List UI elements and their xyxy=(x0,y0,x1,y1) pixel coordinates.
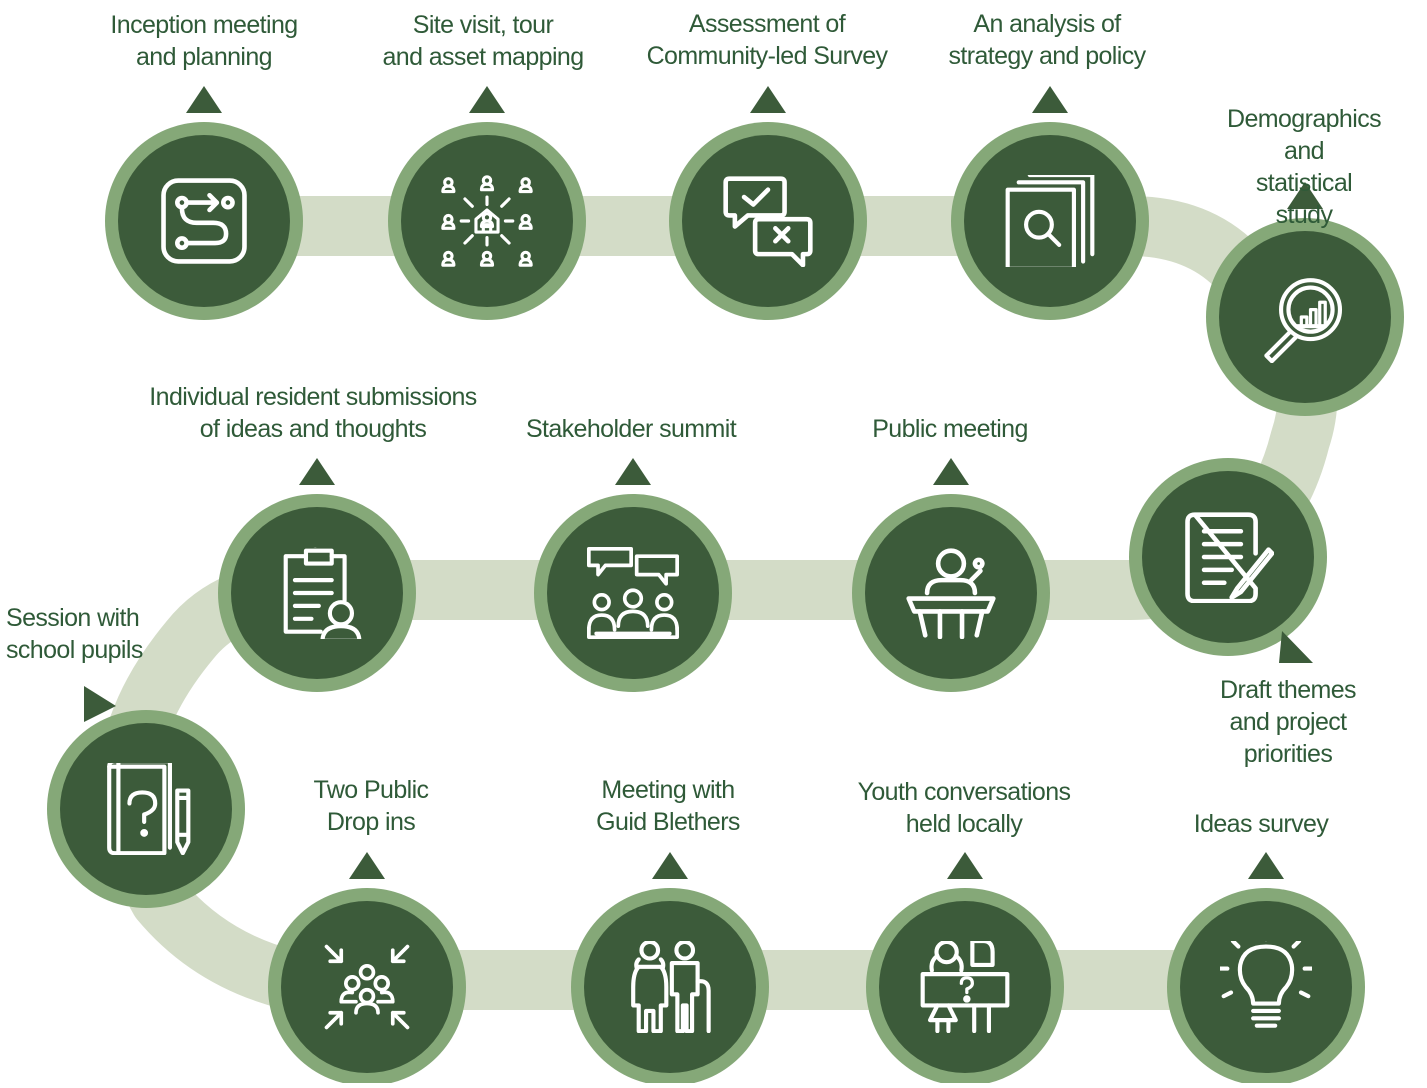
step-marker-triangle xyxy=(1279,631,1313,663)
step-label-ideas-survey: Ideas survey xyxy=(1193,810,1329,838)
step-node-youth xyxy=(866,852,1064,1086)
step-node-school-pupils xyxy=(47,686,245,908)
step-node-inception xyxy=(105,86,303,320)
step-disc xyxy=(865,507,1037,679)
step-node-public-meeting xyxy=(852,458,1050,692)
step-marker-triangle xyxy=(469,86,505,113)
step-marker-triangle xyxy=(947,852,983,879)
step-node-resident-submissions xyxy=(218,458,416,692)
step-label-public-meeting: Public meeting xyxy=(872,415,1028,443)
step-node-ideas-survey xyxy=(1167,852,1365,1086)
step-node-stakeholder-summit xyxy=(534,458,732,692)
step-label-analysis: An analysis of strategy and policy xyxy=(948,10,1146,70)
step-marker-triangle xyxy=(1032,86,1068,113)
step-marker-triangle xyxy=(1248,852,1284,879)
step-label-draft-themes: Draft themes and project priorities xyxy=(1220,676,1357,768)
step-disc xyxy=(547,507,719,679)
step-marker-triangle xyxy=(750,86,786,113)
step-label-drop-ins: Two Public Drop ins xyxy=(313,776,429,836)
step-label-demographics: Demographics and statistical study xyxy=(1227,105,1382,229)
step-marker-triangle xyxy=(1287,182,1323,209)
step-label-school-pupils: Session with school pupils xyxy=(6,604,143,664)
step-disc xyxy=(1180,901,1352,1073)
step-node-site-visit xyxy=(388,86,586,320)
step-node-draft-themes xyxy=(1129,458,1327,663)
step-label-resident-submissions: Individual resident submissions of ideas… xyxy=(149,383,477,443)
step-disc xyxy=(879,901,1051,1073)
step-marker-triangle xyxy=(186,86,222,113)
step-label-assessment: Assessment of Community-led Survey xyxy=(646,10,888,70)
step-node-assessment xyxy=(669,86,867,320)
step-marker-triangle xyxy=(933,458,969,485)
step-marker-triangle xyxy=(615,458,651,485)
step-label-youth: Youth conversations held locally xyxy=(857,778,1071,838)
step-marker-triangle xyxy=(84,686,116,722)
step-marker-triangle xyxy=(349,852,385,879)
step-label-site-visit: Site visit, tour and asset mapping xyxy=(382,11,584,71)
step-marker-triangle xyxy=(299,458,335,485)
step-label-inception: Inception meeting and planning xyxy=(110,11,298,71)
step-node-drop-ins xyxy=(268,852,466,1086)
step-disc xyxy=(60,723,232,895)
step-node-analysis xyxy=(951,86,1149,320)
step-marker-triangle xyxy=(652,852,688,879)
step-label-stakeholder-summit: Stakeholder summit xyxy=(525,415,737,443)
step-label-guid-blethers: Meeting with Guid Blethers xyxy=(596,776,740,836)
step-node-guid-blethers xyxy=(571,852,769,1086)
step-disc xyxy=(281,901,453,1073)
step-node-demographics xyxy=(1206,182,1404,416)
